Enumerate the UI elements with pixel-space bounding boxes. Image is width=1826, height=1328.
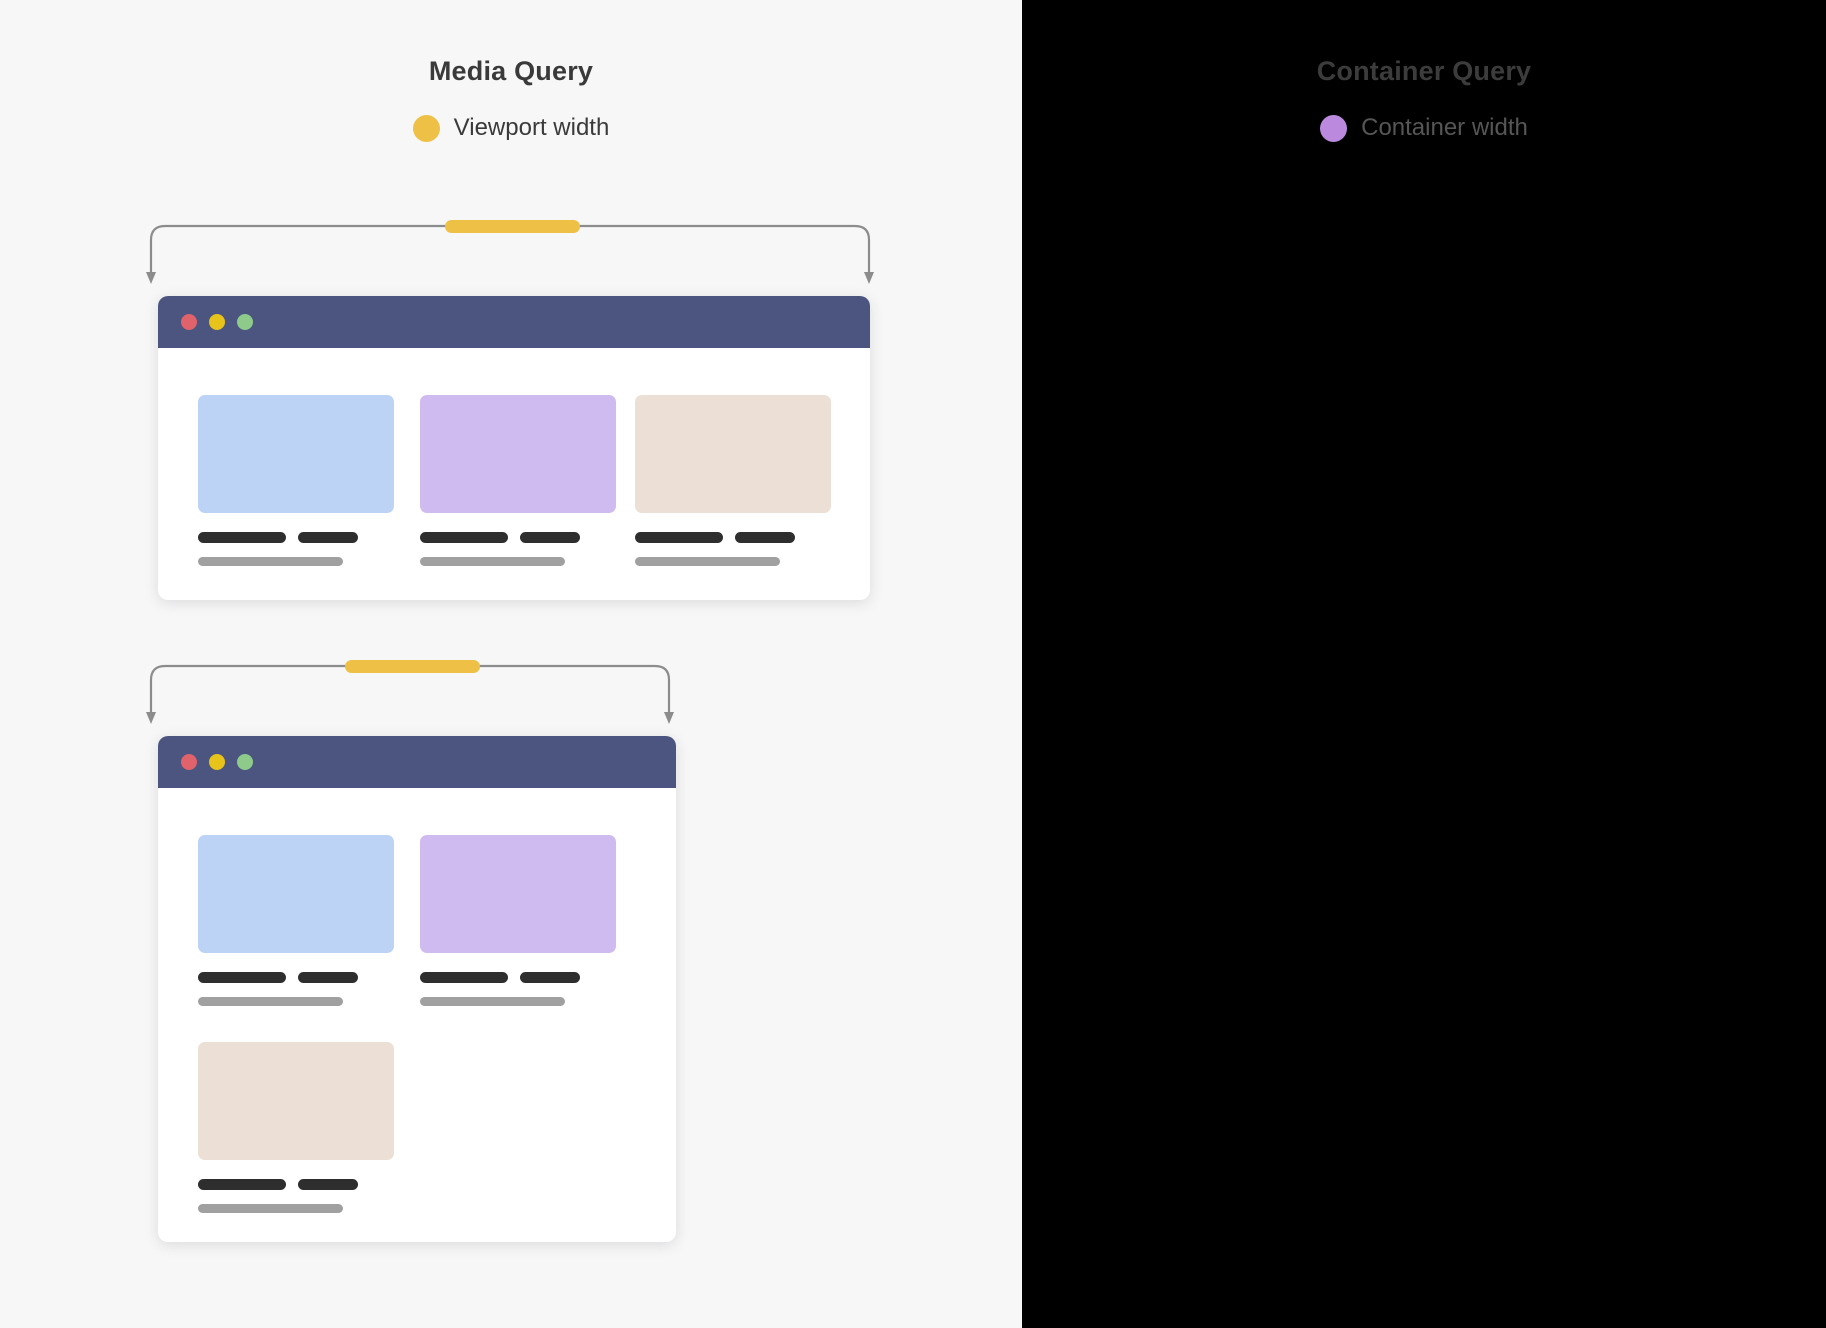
card-thumbnail xyxy=(198,395,394,513)
card-title-bar xyxy=(420,972,508,983)
media-query-panel: Media Query Viewport width xyxy=(0,56,1022,1242)
card-thumbnail xyxy=(635,395,831,513)
browser-titlebar-narrow xyxy=(158,736,676,788)
card-meta-bar xyxy=(198,1204,343,1213)
maximize-dot-icon[interactable] xyxy=(237,314,253,330)
card-thumbnail xyxy=(420,395,616,513)
card-meta-bar xyxy=(420,557,565,566)
browser-window-wide xyxy=(158,296,870,600)
viewport-width-pill-wide xyxy=(445,220,580,233)
legend-container-width: Container width xyxy=(1022,114,1826,142)
viewport-width-dot-icon xyxy=(412,114,440,142)
container-query-panel: Container Query Container width xyxy=(1022,0,1826,1328)
card-title-bar xyxy=(298,532,358,543)
card-title-bar xyxy=(198,532,286,543)
card-item xyxy=(420,835,616,953)
card-meta-bar xyxy=(198,997,343,1006)
card-thumbnail xyxy=(198,835,394,953)
card-title-bar xyxy=(520,532,580,543)
container-width-dot-icon xyxy=(1320,114,1348,142)
legend-label-viewport-width: Viewport width xyxy=(453,114,610,141)
viewport-bracket-narrow xyxy=(145,660,675,727)
minimize-dot-icon[interactable] xyxy=(209,754,225,770)
maximize-dot-icon[interactable] xyxy=(237,754,253,770)
close-dot-icon[interactable] xyxy=(181,314,197,330)
browser-content-wide xyxy=(158,348,870,600)
card-title-bar xyxy=(520,972,580,983)
page-title-container-query: Container Query xyxy=(1316,56,1532,86)
card-item xyxy=(198,1042,394,1160)
card-title-bar xyxy=(735,532,795,543)
browser-content-narrow xyxy=(158,788,676,1242)
card-title-bar xyxy=(198,972,286,983)
card-title-bar xyxy=(298,1179,358,1190)
card-item xyxy=(420,395,616,513)
legend-viewport-width: Viewport width xyxy=(0,114,1022,142)
card-thumbnail xyxy=(420,835,616,953)
card-title-bar xyxy=(198,1179,286,1190)
card-thumbnail xyxy=(198,1042,394,1160)
card-title-bar xyxy=(298,972,358,983)
browser-window-narrow xyxy=(158,736,676,1242)
card-item xyxy=(635,395,831,513)
card-item xyxy=(198,835,394,953)
viewport-width-pill-narrow xyxy=(345,660,480,673)
card-meta-bar xyxy=(420,997,565,1006)
close-dot-icon[interactable] xyxy=(181,754,197,770)
minimize-dot-icon[interactable] xyxy=(209,314,225,330)
viewport-bracket-wide xyxy=(145,220,875,287)
card-meta-bar xyxy=(198,557,343,566)
legend-label-container-width: Container width xyxy=(1361,114,1528,141)
page-title-media-query: Media Query xyxy=(428,56,594,86)
browser-titlebar-wide xyxy=(158,296,870,348)
card-title-bar xyxy=(420,532,508,543)
card-item xyxy=(198,395,394,513)
card-title-bar xyxy=(635,532,723,543)
card-meta-bar xyxy=(635,557,780,566)
